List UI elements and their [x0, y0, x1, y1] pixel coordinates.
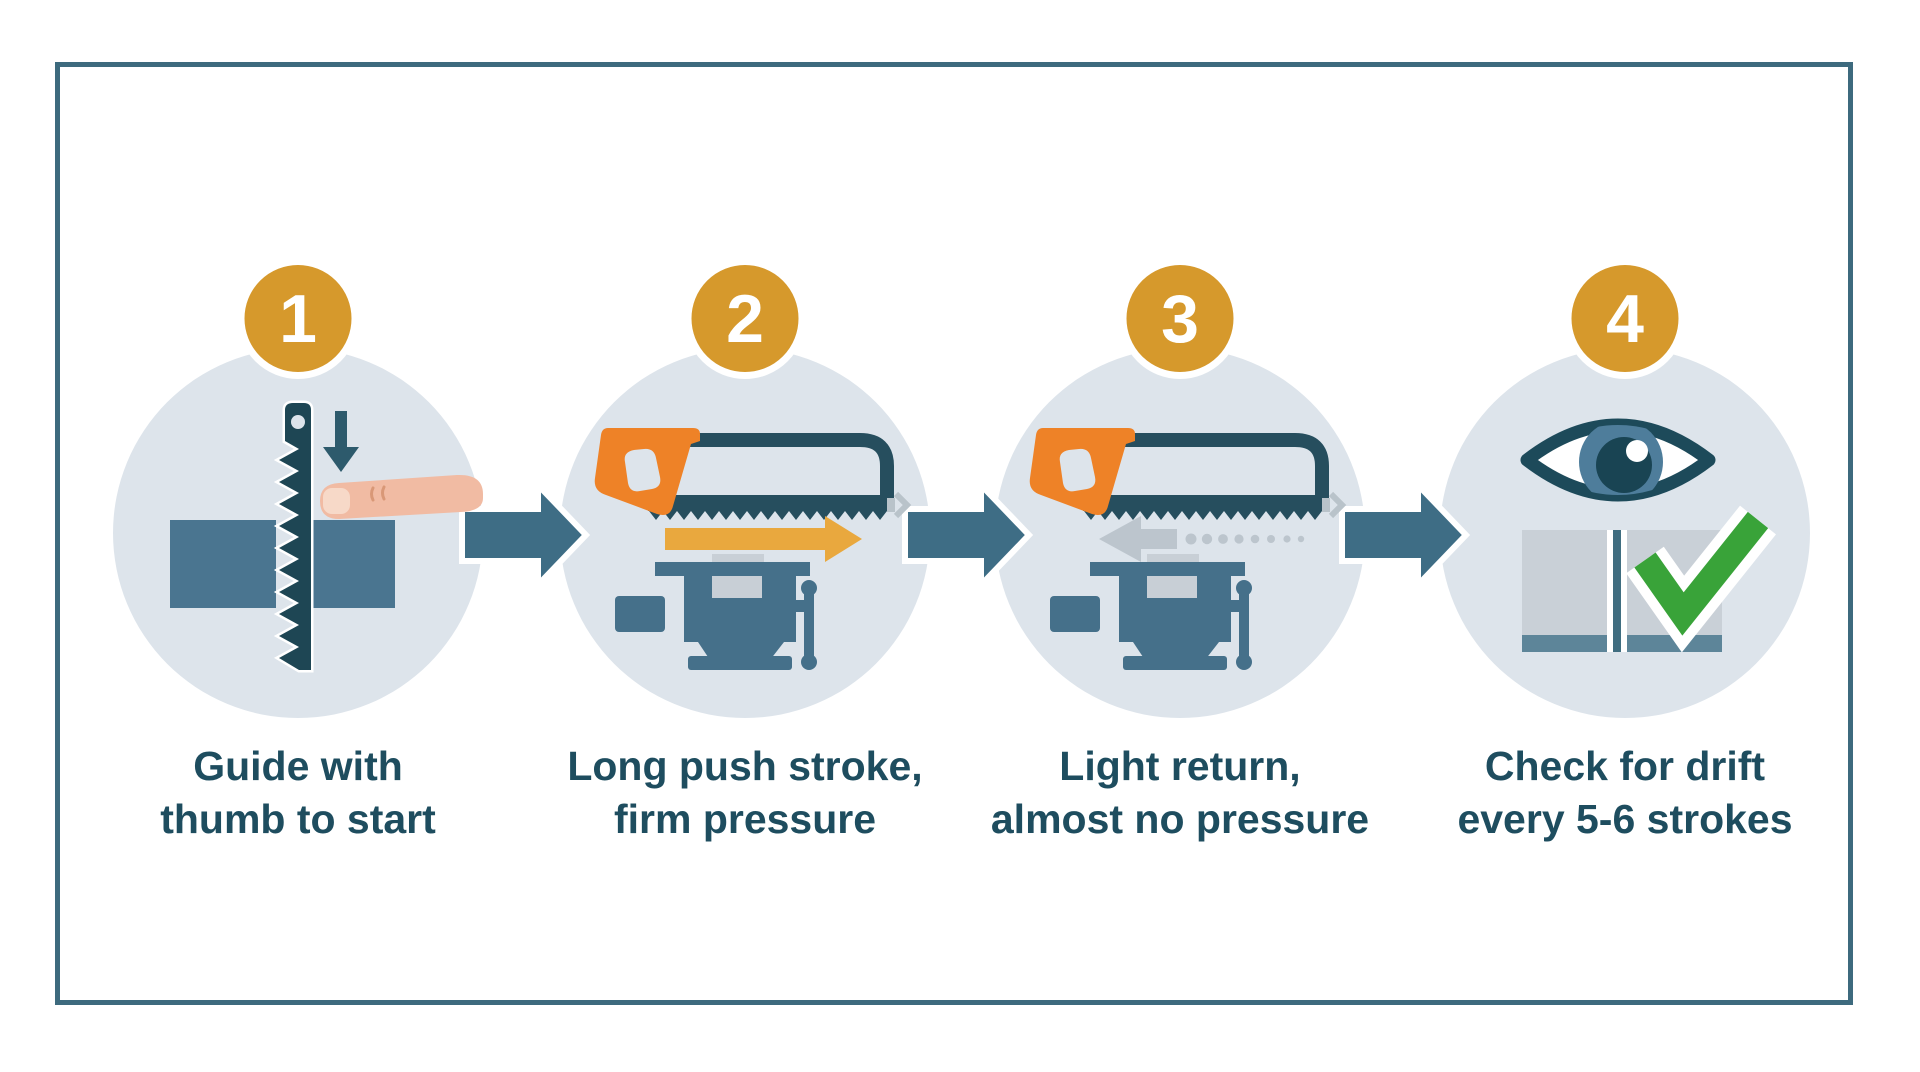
step-3-number-badge: 3 [1119, 258, 1241, 379]
step-3: 3 [991, 258, 1369, 842]
step-arrow-icon [459, 482, 590, 592]
down-arrow-icon [323, 411, 359, 472]
push-arrow-icon [665, 516, 862, 562]
step-3-illustration [1029, 428, 1347, 670]
step-2: 2 [560, 258, 930, 842]
return-arrow-icon [1099, 516, 1177, 562]
step-4: 4 [1440, 258, 1810, 842]
hacksaw-icon [594, 428, 912, 520]
step-1-caption: Guide with thumb to start [160, 743, 436, 842]
blade-hole [291, 415, 305, 429]
step-2-caption: Long push stroke, firm pressure [567, 743, 923, 842]
step-4-caption: Check for drift every 5-6 strokes [1457, 743, 1793, 842]
step-3-number: 3 [1161, 280, 1199, 357]
thumb-icon [320, 474, 483, 519]
step-arrow-icon [902, 482, 1033, 592]
step-4-number-badge: 4 [1564, 258, 1686, 379]
step-1-illustration [170, 400, 483, 673]
vise-icon [615, 562, 817, 670]
step-arrow-icon [1339, 482, 1470, 592]
eye-icon [1520, 418, 1716, 502]
vise-icon [1050, 562, 1252, 670]
return-dots-icon [1185, 533, 1305, 545]
step-4-number: 4 [1606, 280, 1644, 357]
step-3-caption: Light return, almost no pressure [990, 743, 1370, 842]
step-2-number: 2 [726, 280, 764, 357]
hacksaw-icon [1029, 428, 1347, 520]
step-2-number-badge: 2 [684, 258, 806, 379]
workpiece-icon [1147, 554, 1199, 602]
saw-blade-icon [273, 400, 314, 673]
step-4-illustration [1520, 418, 1776, 653]
checkmark-icon [1626, 505, 1776, 653]
step-1-number: 1 [279, 280, 317, 357]
step-1: 1 Guide with thumb to start [113, 258, 483, 842]
workpiece-icon [712, 554, 764, 602]
workpiece-icon [170, 520, 276, 608]
step-2-illustration [594, 428, 912, 670]
step-1-number-badge: 1 [237, 258, 359, 379]
